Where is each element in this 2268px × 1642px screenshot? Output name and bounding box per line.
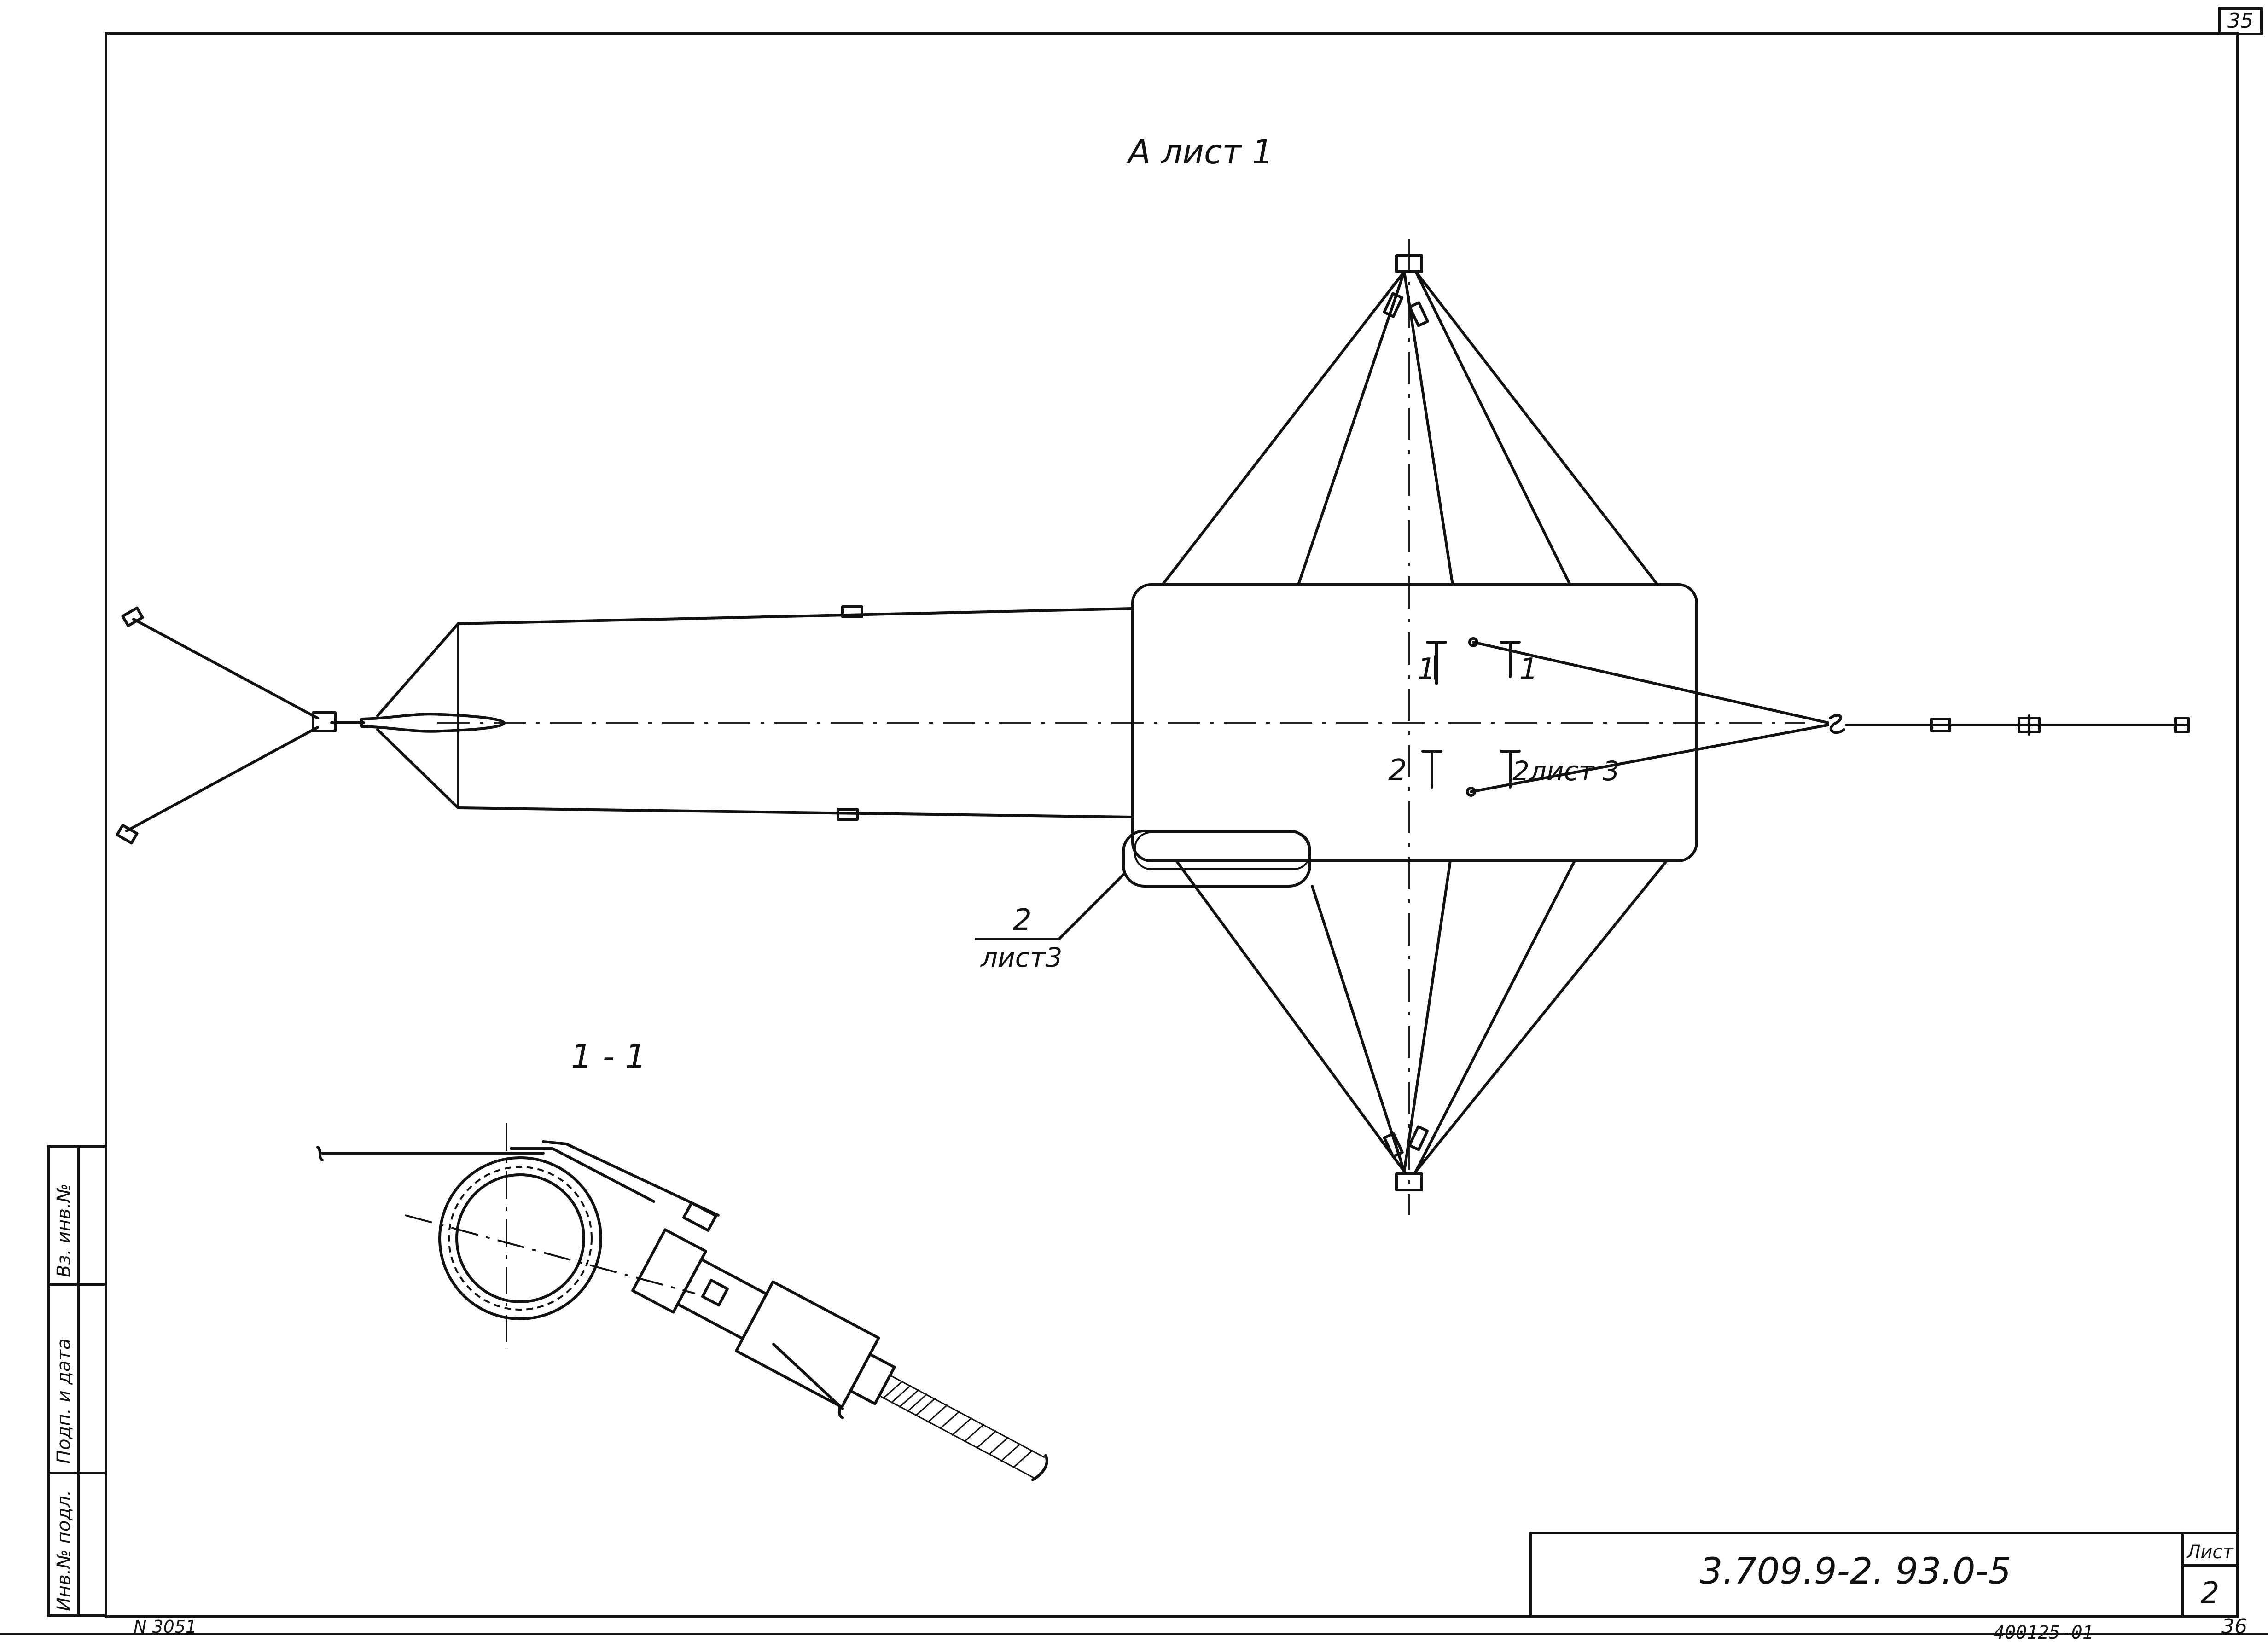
main-body-rect: [1131, 583, 1698, 862]
top-anchor: [1395, 254, 1423, 273]
svg-text:2: 2: [1388, 754, 1407, 788]
left-bottom-anchor: [116, 824, 139, 845]
callout-number: 2: [1013, 903, 1032, 937]
sheet-number: 2: [2201, 1576, 2220, 1610]
lower-rod: [457, 806, 1134, 818]
section-mark-1: 1 1: [1417, 641, 1538, 686]
left-top-anchor: [121, 606, 144, 627]
callout-leader: [1058, 873, 1125, 940]
drawing-designation: 3.709.9-2. 93.0-5: [1700, 1551, 2012, 1592]
stamp-inv-podl: Инв.№ подл.: [53, 1490, 75, 1611]
spindle: [360, 713, 506, 733]
stamp-podp-data: Подп. и дата: [53, 1339, 75, 1464]
svg-text:1: 1: [1519, 652, 1538, 686]
right-end-block: [2174, 717, 2190, 733]
view-title: А лист 1: [1126, 133, 1273, 171]
lower-left-slot: [1122, 830, 1311, 888]
left-clamp: [312, 711, 337, 732]
sheet-label: Лист: [2186, 1542, 2234, 1563]
inner-slot: [1134, 831, 1311, 870]
corner-number-box: [2218, 7, 2263, 35]
stamp-vz-inv: Вз. инв.№: [53, 1184, 75, 1277]
archive-code: 400125-01: [1994, 1622, 2094, 1642]
right-hook: [1829, 714, 1845, 734]
section-title: 1 - 1: [571, 1037, 646, 1076]
title-block: 3.709.9-2. 93.0-5 Лист 2: [1529, 1532, 2239, 1618]
svg-text:1: 1: [1417, 652, 1436, 686]
plan-view: 1 1 2 2лист 3 2 лист3: [116, 239, 2190, 1215]
callout-sheet: лист3: [980, 942, 1062, 973]
svg-text:2лист 3: 2лист 3: [1512, 755, 1620, 787]
corner-number: 35: [2227, 9, 2253, 33]
upper-rod: [457, 607, 1134, 625]
page-number: 36: [2221, 1615, 2247, 1638]
side-stamp: Инв.№ подл. Подп. и дата Вз. инв.№: [47, 1145, 107, 1617]
section-1-1-detail: [316, 1123, 1048, 1481]
bottom-anchor: [1395, 1172, 1423, 1191]
section-mark-2: 2 2лист 3: [1388, 750, 1620, 789]
drawing-frame: [105, 32, 2239, 1618]
footer-left-note: N 3051: [134, 1617, 197, 1637]
